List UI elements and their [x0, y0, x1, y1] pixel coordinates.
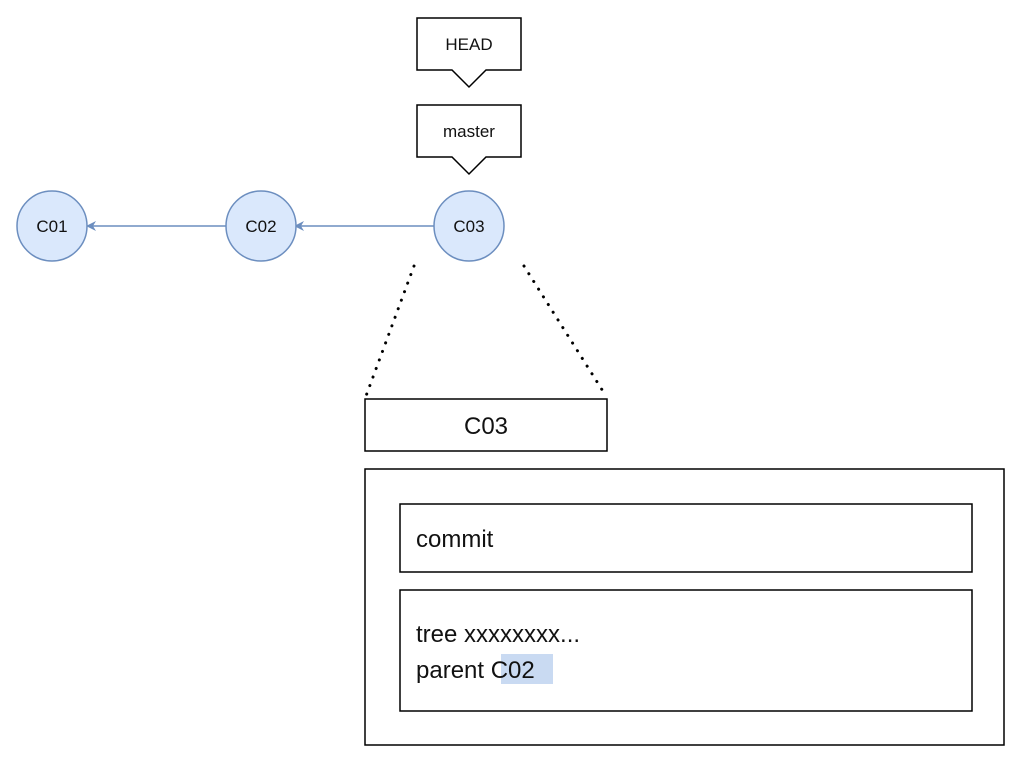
- zoom-line-right: [522, 264, 608, 398]
- commit-circle: [433, 190, 505, 262]
- branch-callout-shape: [416, 104, 522, 176]
- parent-prefix: parent: [416, 657, 491, 684]
- commit-node-c01: C01: [16, 190, 88, 262]
- commit-circle: [16, 190, 88, 262]
- head-label: HEAD: [445, 35, 492, 54]
- branch-pointer: master: [416, 104, 522, 176]
- detail-title: C03: [464, 413, 508, 440]
- detail-title-box: [364, 398, 608, 452]
- parent-ref: C02: [491, 657, 535, 684]
- commit-type-label: commit: [416, 526, 494, 553]
- commit-circle: [225, 190, 297, 262]
- zoom-line-left: [364, 264, 416, 398]
- commit-node-c03: C03: [433, 190, 505, 262]
- commit-detail-header: C03: [364, 398, 608, 452]
- parent-line: parent C02: [416, 657, 535, 684]
- commit-node-c02: C02: [225, 190, 297, 262]
- commit-label: C02: [245, 217, 276, 236]
- commit-object: commit tree xxxxxxxx... parent C02: [364, 468, 1005, 746]
- head-pointer: HEAD: [416, 17, 522, 89]
- commit-type-box: [399, 503, 973, 573]
- commit-content-box: [399, 589, 973, 712]
- tree-line: tree xxxxxxxx...: [416, 621, 580, 648]
- branch-label: master: [443, 122, 495, 141]
- commit-label: C03: [453, 217, 484, 236]
- parent-highlight: [501, 654, 553, 684]
- head-callout-shape: [416, 17, 522, 89]
- commit-label: C01: [36, 217, 67, 236]
